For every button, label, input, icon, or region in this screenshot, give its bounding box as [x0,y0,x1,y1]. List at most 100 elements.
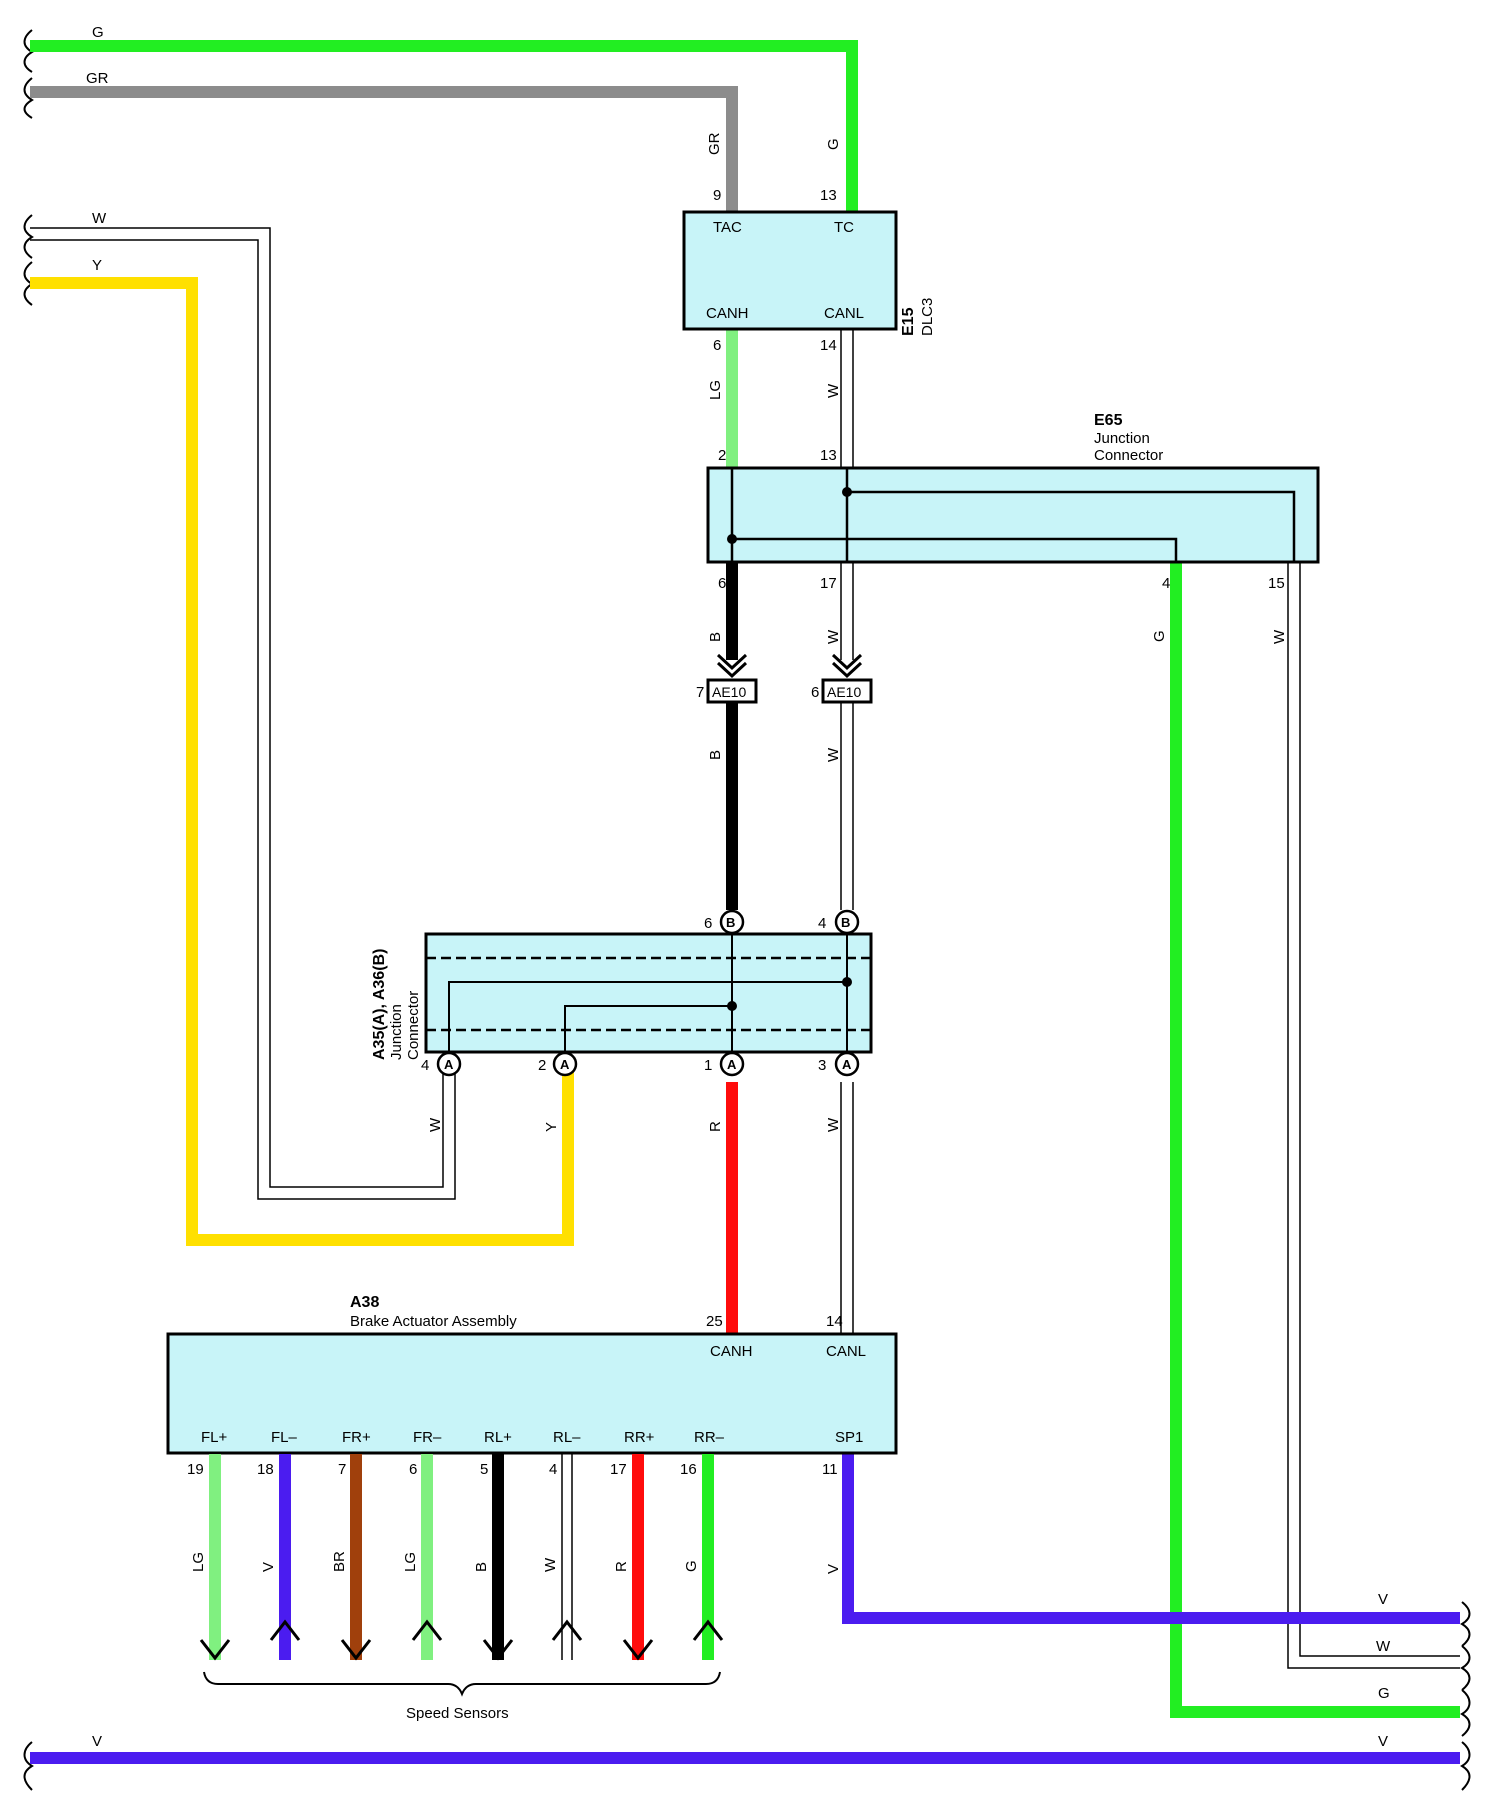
label-g-vertical-2: G [1151,630,1168,642]
wire-w-right [1287,562,1460,1669]
e65-id: E65 [1094,412,1123,429]
e65-internal-wiring [730,468,1296,562]
a35-name-line2: Connector [405,991,422,1060]
label-v-right-1: V [1378,1591,1388,1608]
a38-terminal-2: FR+ [342,1429,371,1446]
label-v-sp1: V [825,1564,842,1574]
label-wire-g: G [92,24,104,41]
e65-pin-top-right: 13 [820,447,837,464]
a35-top-pin-2-letter: B [841,915,850,930]
a35-bot-pin-1-letter: A [444,1057,454,1072]
a35-bot-pin-2-letter: A [560,1057,570,1072]
a38-terminal-4: RL+ [484,1429,512,1446]
label-g-vertical: G [825,138,842,150]
label-w-vertical-6: W [825,1117,842,1132]
sensor-wire-fr-minus [411,1454,443,1660]
sensor-wire-label-1: V [260,1562,277,1572]
a38-terminal-6: RR+ [624,1429,655,1446]
left-break-marks [23,29,34,1791]
dlc3-terminal-canl: CANL [824,305,864,322]
a35-id: A35(A), A36(B) [371,949,388,1060]
a35-bot-pin-1-num: 4 [421,1057,429,1074]
e65-pin-bot-4: 4 [1162,575,1170,592]
label-y-vertical: Y [543,1122,560,1132]
ae10-label-right: AE10 [827,684,861,700]
e65-splice-2 [842,487,852,497]
wire-w-canl-2 [840,562,854,910]
sensor-wire-rr-plus [622,1454,654,1661]
wire-g-top [30,40,858,212]
a38-terminal-1: FL– [271,1429,298,1446]
label-w-vertical-2: W [825,629,842,644]
e65-pin-bot-15: 15 [1268,575,1285,592]
sensor-wire-label-5: W [542,1557,559,1572]
sensor-wire-fl-minus [269,1454,301,1660]
ae10-label-left: AE10 [712,684,746,700]
dlc3-terminal-tac: TAC [713,219,742,236]
dlc3-pin-canl: 14 [820,337,837,354]
sensor-wire-label-4: B [473,1562,490,1572]
wire-y-left [30,277,574,1246]
e65-pin-bot-17: 17 [820,575,837,592]
speed-sensors-label: Speed Sensors [406,1705,509,1722]
a35-bot-pin-4-num: 3 [818,1057,826,1074]
a38-pin-6: 17 [610,1461,627,1478]
a35-bot-pin-4-letter: A [842,1057,852,1072]
a35-terminal-circles [436,909,860,1077]
a38-pin-sp1: 11 [822,1461,838,1478]
a35-top-pin-2-num: 4 [818,915,826,932]
label-gr-vertical: GR [706,132,723,155]
dlc3-pin-canh: 6 [713,337,721,354]
dlc3-box [682,210,898,331]
speed-sensor-labels: FL+19LGFL–18VFR+7BRFR–6LGRL+5BRL–4WRR+17… [187,1429,725,1572]
dlc3-pin-tc: 13 [820,187,837,204]
sensor-wire-label-0: LG [190,1552,207,1572]
wire-gr-top [30,86,738,212]
sensor-wire-label-2: BR [331,1551,348,1572]
ae10-connector-left [706,653,758,704]
a35-top-pin-1-letter: B [726,915,735,930]
e65-name-line1: Junction [1094,430,1150,447]
e65-name-line2: Connector [1094,447,1163,464]
a38-pin-canh: 25 [706,1313,723,1330]
a38-pin-0: 19 [187,1461,204,1478]
sensor-wire-label-3: LG [402,1552,419,1572]
wire-v-sp1 [842,1454,1460,1624]
label-v-right-2: V [1378,1733,1388,1750]
sensor-wire-rr-minus [692,1454,724,1660]
dlc3-name: DLC3 [919,298,936,336]
label-r-vertical: R [707,1121,724,1132]
a38-terminal-7: RR– [694,1429,725,1446]
a38-terminal-5: RL– [553,1429,581,1446]
label-lg-vertical: LG [707,380,724,400]
label-g-right: G [1378,1685,1390,1702]
wire-w-canl-3 [840,1082,854,1334]
e65-pin-bot-6: 6 [718,575,726,592]
a38-terminal-3: FR– [413,1429,442,1446]
a38-pin-3: 6 [409,1461,417,1478]
a38-id: A38 [350,1294,379,1311]
a35-splice-1 [842,977,852,987]
right-break-marks [1460,1601,1471,1791]
a38-pin-2: 7 [338,1461,346,1478]
a35-splice-2 [727,1001,737,1011]
label-w-right: W [1376,1638,1391,1655]
label-w-vertical-1: W [825,383,842,398]
wire-g-right [1170,562,1460,1718]
a38-terminal-canh: CANH [710,1343,753,1360]
a38-name: Brake Actuator Assembly [350,1313,517,1330]
speed-sensor-wires [199,1454,724,1661]
e65-pin-top-left: 2 [718,447,726,464]
a35-name-line1: Junction [388,1004,405,1060]
a35-bot-pin-3-letter: A [727,1057,737,1072]
speed-sensors-brace [203,1671,721,1697]
a38-pin-5: 4 [549,1461,557,1478]
e65-box [706,466,1320,564]
sensor-wire-rl-plus [482,1454,514,1661]
dlc3-terminal-canh: CANH [706,305,749,322]
dlc3-id: E15 [900,307,917,336]
a38-terminal-0: FL+ [201,1429,228,1446]
label-v-left: V [92,1733,102,1750]
a35-box [424,932,873,1054]
sensor-wire-label-6: R [613,1561,630,1572]
